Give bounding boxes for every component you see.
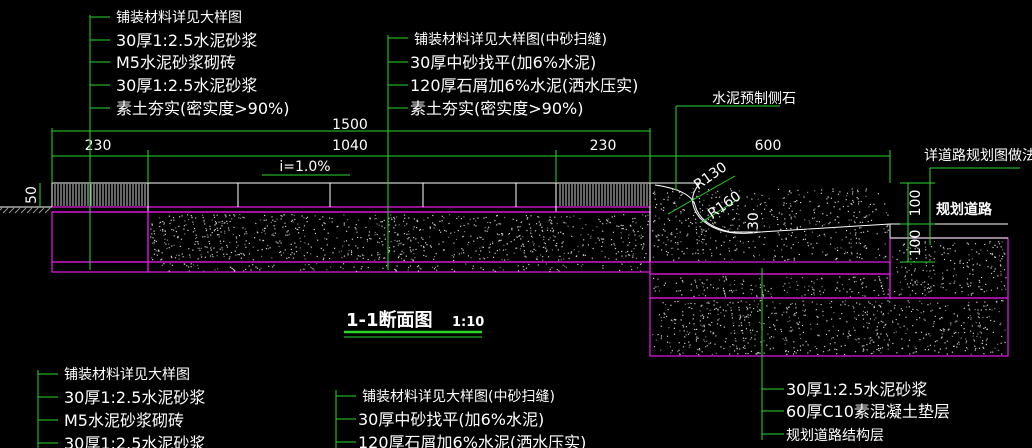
callout-middle-1: 铺装材料详见大样图(中砂扫缝) <box>414 32 607 48</box>
callout-left-5: 素土夯实(密实度>90%) <box>116 99 289 118</box>
dim-1040: 1040 <box>332 138 368 154</box>
road-layer-2: 60厚C10素混凝土垫层 <box>786 402 950 421</box>
dim-100-bottom: 100 <box>908 230 924 257</box>
dimensions: 1500 230 1040 230 600 i=1.0% 50 100 100 … <box>24 105 1020 263</box>
callout-left-1: 铺装材料详见大样图 <box>116 10 242 26</box>
curb-label: 水泥预制侧石 <box>712 91 796 107</box>
callout-middle-2: 30厚中砂找平(加6%水泥) <box>410 53 596 72</box>
bottom-left-1: 铺装材料详见大样图 <box>64 367 190 383</box>
drawing-title: 1-1断面图 <box>346 309 433 331</box>
dim-total: 1500 <box>332 117 368 133</box>
callout-left-4: 30厚1:2.5水泥砂浆 <box>116 76 257 95</box>
bottom-left-2: 30厚1:2.5水泥砂浆 <box>64 388 205 407</box>
pavement-section <box>0 182 651 273</box>
callout-bottom-left: 铺装材料详见大样图 30厚1:2.5水泥砂浆 M5水泥砂浆砌砖 30厚1:2.5… <box>37 367 205 448</box>
road-layer-3: 规划道路结构层 <box>786 428 884 444</box>
drawing-scale: 1:10 <box>452 315 484 330</box>
bottom-left-3: M5水泥砂浆砌砖 <box>64 411 184 430</box>
callout-middle: 铺装材料详见大样图(中砂扫缝) 30厚中砂找平(加6%水泥) 120厚石屑加6%… <box>387 32 638 270</box>
callout-left-2: 30厚1:2.5水泥砂浆 <box>116 31 257 50</box>
dim-r160: R160 <box>705 188 744 222</box>
road-reference-label: 详道路规划图做法 <box>924 148 1032 164</box>
dim-r130: R130 <box>691 159 730 193</box>
curb-road-section <box>649 182 1009 357</box>
callout-left-3: M5水泥砂浆砌砖 <box>116 53 236 72</box>
bottom-left-4: 30厚1:2.5水泥砂浆 <box>64 434 205 448</box>
road-layer-1: 30厚1:2.5水泥砂浆 <box>786 380 927 399</box>
callout-middle-3: 120厚石屑加6%水泥(洒水压实) <box>410 76 638 95</box>
dim-50: 50 <box>24 186 40 204</box>
bottom-middle-3: 120厚石屑加6%水泥(洒水压实) <box>358 433 586 448</box>
callout-bottom-middle: 铺装材料详见大样图(中砂扫缝) 30厚中砂找平(加6%水泥) 120厚石屑加6%… <box>335 389 586 448</box>
road-label: 规划道路 <box>936 201 993 218</box>
dim-30: 30 <box>746 212 762 230</box>
bottom-middle-1: 铺装材料详见大样图(中砂扫缝) <box>362 389 555 405</box>
dim-600: 600 <box>755 138 782 154</box>
dim-100-top: 100 <box>908 190 924 217</box>
callout-middle-4: 素土夯实(密实度>90%) <box>410 99 583 118</box>
callout-left: 铺装材料详见大样图 30厚1:2.5水泥砂浆 M5水泥砂浆砌砖 30厚1:2.5… <box>89 10 289 270</box>
dim-230-left: 230 <box>85 138 112 154</box>
dim-230-right: 230 <box>590 138 617 154</box>
callout-road-layers: 30厚1:2.5水泥砂浆 60厚C10素混凝土垫层 规划道路结构层 <box>761 268 950 444</box>
slope-label: i=1.0% <box>279 159 330 175</box>
bottom-middle-2: 30厚中砂找平(加6%水泥) <box>358 410 544 429</box>
